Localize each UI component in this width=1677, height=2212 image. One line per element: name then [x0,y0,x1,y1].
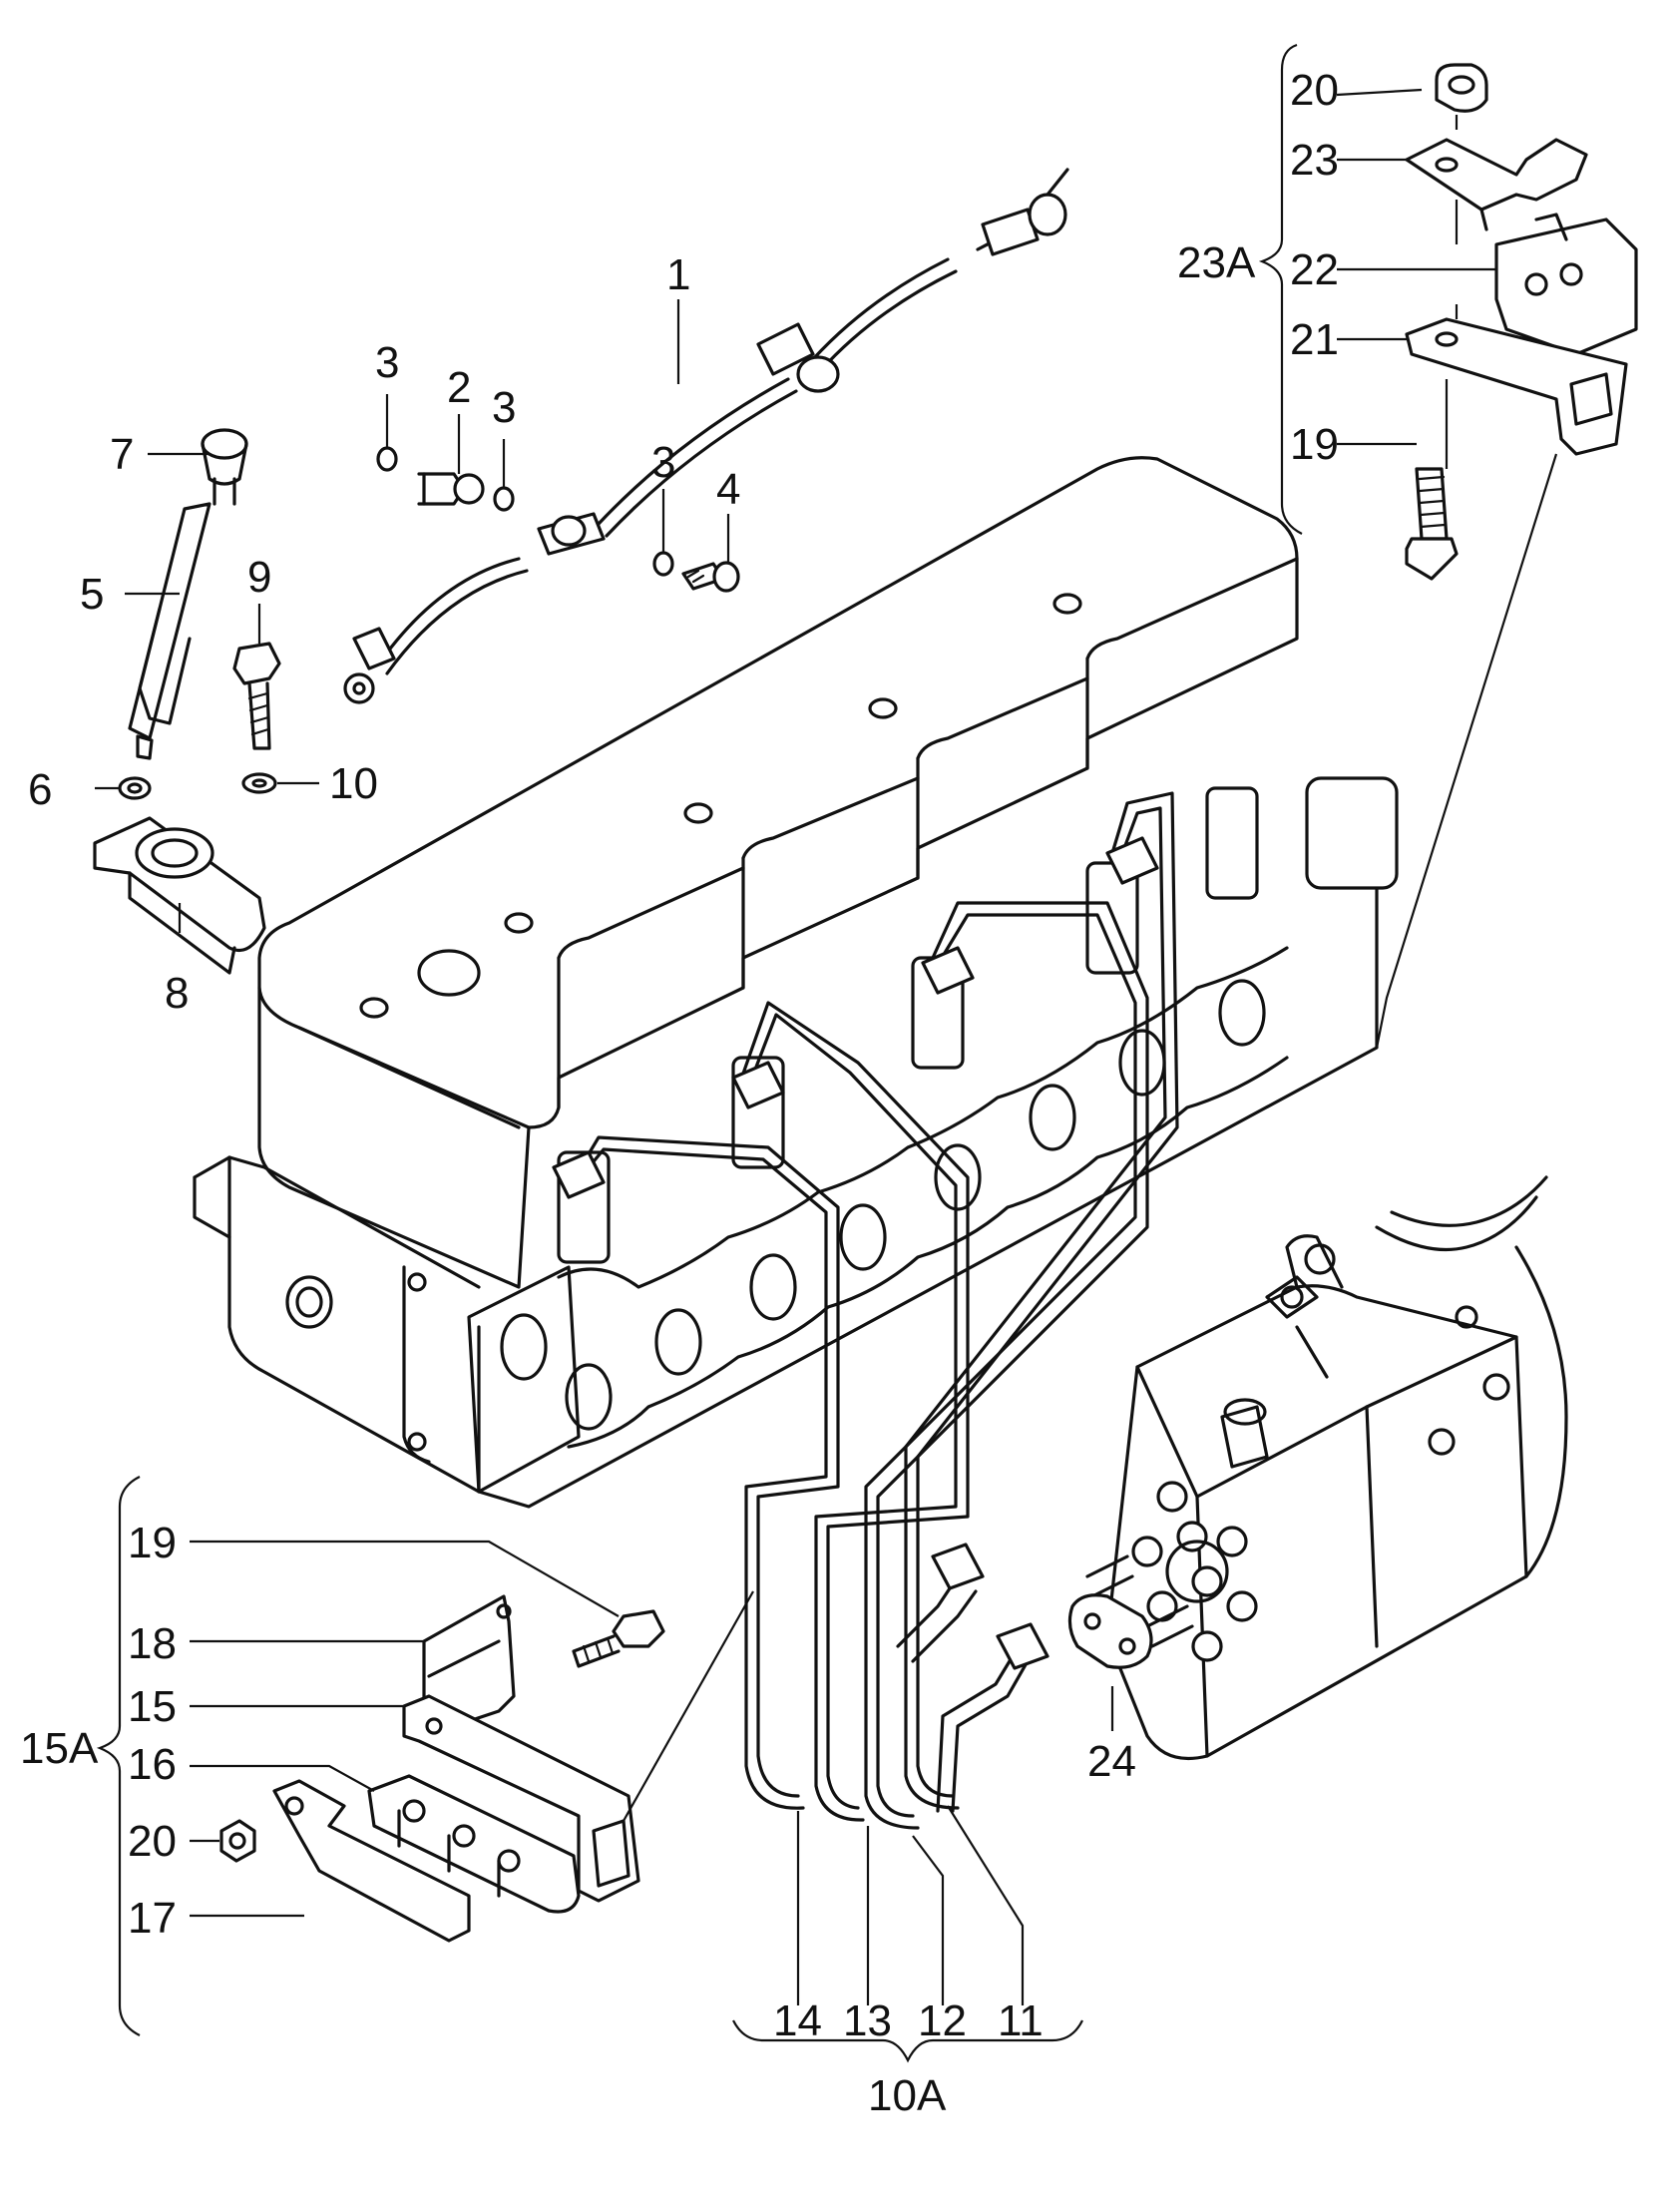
gasket-24 [1067,1593,1153,1669]
callout-18: 18 [128,1619,177,1668]
callout-23: 23 [1290,136,1339,185]
callout-3-middle: 3 [492,383,516,432]
callout-6: 6 [28,765,52,814]
callout-11: 11 [998,1996,1044,2045]
callout-10-washer: 10 [329,759,378,808]
callout-labels: 1 2 3 3 3 4 5 6 7 8 9 10 11 12 13 14 15 … [20,66,1339,2120]
callout-leader-lines [95,88,1496,2005]
callout-8: 8 [165,969,189,1018]
callout-21: 21 [1290,315,1339,364]
banjo-bolt-4 [681,561,740,593]
callout-7: 7 [110,430,134,479]
callout-19-upper: 19 [1290,420,1339,469]
group-label-10A: 10A [868,2071,947,2120]
group-label-15A: 15A [20,1724,99,1773]
callout-24: 24 [1087,1737,1136,1786]
callout-15: 15 [128,1682,177,1731]
callout-3-right: 3 [651,438,675,487]
fuel-injector-5 [128,502,211,760]
callout-17: 17 [128,1894,177,1943]
callout-4: 4 [716,465,740,514]
callout-14: 14 [773,1996,822,2045]
callout-3-left: 3 [375,338,399,387]
callout-20-upper: 20 [1290,66,1339,115]
cylinder-head-cover [193,456,1379,1509]
callout-5: 5 [80,570,104,619]
callout-1: 1 [666,250,690,299]
callout-16: 16 [128,1740,177,1789]
bolt-9 [232,642,281,750]
callout-22: 22 [1290,245,1339,294]
callout-2: 2 [447,363,471,412]
exhaust-manifold-ports [467,946,1289,1494]
pipe-bracket-23A [1375,63,1638,1049]
callout-12: 12 [918,1996,967,2045]
injection-pump [1085,1175,1568,1761]
callout-13: 13 [843,1996,892,2045]
pipe-bracket-15A [219,1590,754,1943]
injector-pipe-set [552,791,1179,1830]
callout-19-lower: 19 [128,1519,177,1567]
washer-10 [241,772,277,794]
leak-off-hose [343,168,1069,704]
injector-clamp-8 [93,816,266,975]
callout-9: 9 [247,553,271,602]
group-label-23A: 23A [1177,238,1256,287]
banjo-bolt-2 [417,472,485,506]
callout-20-lower: 20 [128,1817,177,1866]
protective-cap-7 [201,428,248,506]
heat-shield-washer-6 [118,776,152,800]
sealing-washers-3 [376,446,674,577]
group-braces [96,43,1303,2063]
